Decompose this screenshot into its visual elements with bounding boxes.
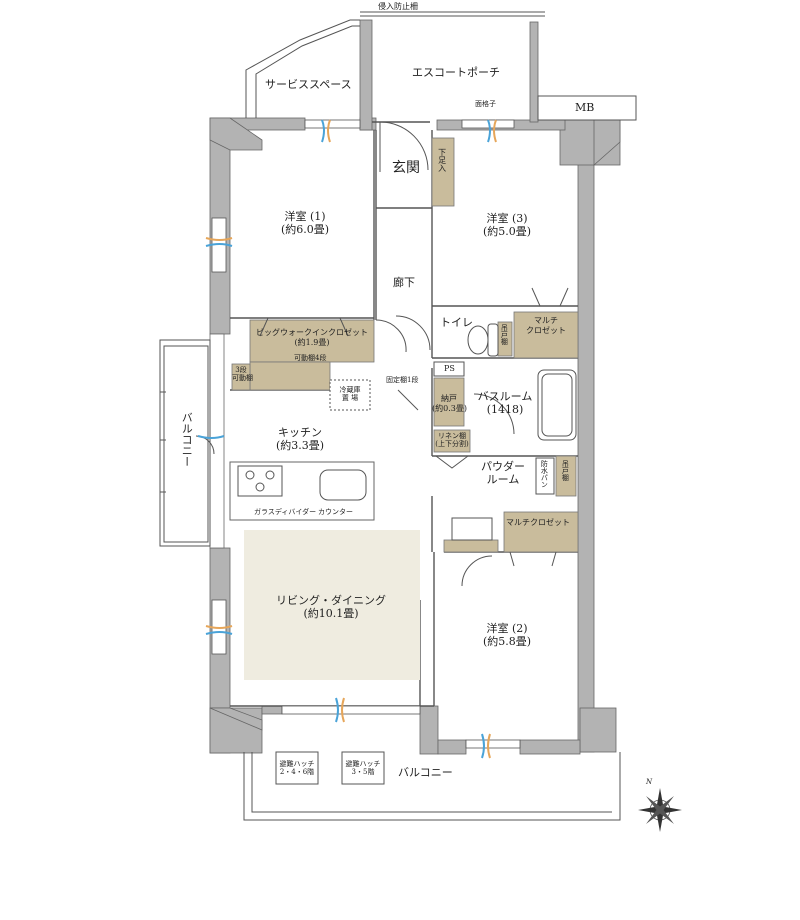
movable-shelf-3-label: 3段可動棚 [232, 366, 253, 383]
fixed-shelf-label: 固定棚1段 [386, 376, 419, 384]
multi-closet1-label: マルチクロゼット [526, 316, 566, 335]
bottom-balcony-label: バルコニー [398, 766, 453, 779]
service-space-label: サービススペース [265, 78, 352, 91]
bedroom1-label: 洋室 (1)(約6.0畳) [280, 210, 330, 237]
bedroom2-label: 洋室 (2)(約5.8畳) [482, 622, 532, 649]
side-balcony [159, 339, 211, 547]
storage-label: 納戸(約0.3畳) [432, 394, 467, 413]
bathroom-label: バスルーム(1418) [477, 390, 533, 417]
bedroom3-label: 洋室 (3)(約5.0畳) [482, 212, 532, 239]
counter-label: カウンター [318, 508, 353, 516]
compass-n-label: N [646, 778, 653, 786]
linen-label: リネン棚(上下分割) [435, 432, 469, 449]
mb-label: MB [575, 101, 595, 114]
living-label: リビング・ダイニング(約10.1畳) [276, 594, 386, 621]
shoe-box-label: 下足入 [437, 148, 447, 172]
powder-room-label: パウダールーム [481, 460, 525, 487]
ventilation-arrows [197, 119, 497, 759]
bottom-balcony [243, 752, 621, 821]
intrusion-fence-label: 侵入防止柵 [378, 2, 418, 11]
toilet-label: トイレ [440, 316, 473, 329]
walk-in-closet-label: ビッグウォークインクロゼット(約1.9畳) [256, 328, 368, 347]
hallway-label: 廊下 [393, 276, 415, 289]
fridge-label: 冷蔵庫置 場 [339, 386, 361, 403]
ps-label: PS [444, 364, 455, 373]
living-floor [244, 530, 420, 680]
lattice-label: 面格子 [475, 100, 496, 108]
storage-areas [231, 137, 579, 553]
entrance-label: 玄関 [392, 160, 420, 176]
toilet-shelf-label: 吊戸棚 [500, 324, 509, 345]
escort-porch-label: エスコートポーチ [412, 66, 500, 79]
pan-label: 防水パン [540, 460, 549, 488]
glass-divider-label: ガラスディバイダー [254, 508, 317, 516]
powder-shelf-label: 吊戸棚 [561, 460, 570, 481]
walk-in-shelf-label: 可動棚4段 [294, 354, 327, 362]
side-balcony-label: バルコニー [180, 412, 194, 467]
multi-closet2-label: マルチクロゼット [506, 518, 570, 527]
kitchen-label: キッチン(約3.3畳) [275, 426, 325, 453]
compass-icon [638, 788, 682, 832]
